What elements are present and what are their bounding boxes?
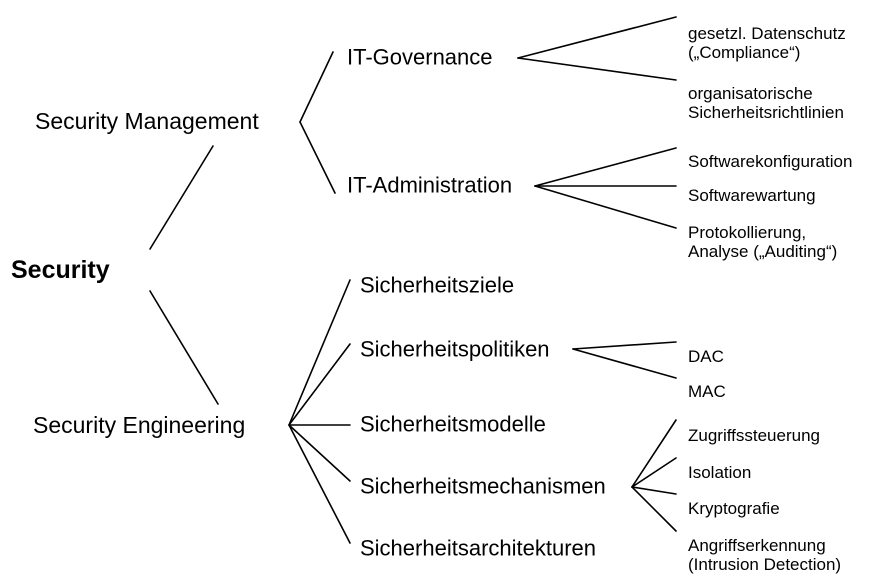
connector-line	[534, 185, 677, 229]
connector-line	[299, 121, 336, 194]
connector-line	[631, 486, 677, 495]
leaf-line-1: Softwarekonfiguration	[688, 152, 853, 171]
node-it-administration[interactable]: IT-Administration	[347, 172, 513, 198]
connector-line	[149, 290, 219, 405]
edge-group	[149, 16, 677, 544]
node-sicherheitsarchitekturen[interactable]: Sicherheitsarchitekturen	[360, 535, 597, 561]
leaf-line-2: Analyse („Auditing“)	[688, 242, 838, 262]
leaf-line-1: Isolation	[688, 463, 752, 482]
connector-line	[631, 457, 677, 488]
leaf-node[interactable]: Protokollierung,Analyse („Auditing“)	[688, 223, 837, 261]
connector-line	[288, 424, 351, 482]
connector-line	[631, 419, 677, 488]
node-sicherheitsziele[interactable]: Sicherheitsziele	[360, 272, 515, 298]
leaf-line-1: Kryptografie	[688, 499, 780, 518]
leaf-line-1: Zugriffssteuerung	[688, 426, 820, 445]
node-security-root[interactable]: Security	[11, 256, 110, 284]
leaf-node[interactable]: Softwarekonfiguration	[688, 152, 852, 171]
connector-line	[299, 51, 334, 123]
connector-line	[572, 348, 677, 379]
connector-line	[534, 147, 677, 187]
node-security-engineering[interactable]: Security Engineering	[33, 412, 246, 439]
leaf-line-1: MAC	[688, 382, 726, 401]
leaf-node[interactable]: Zugriffssteuerung	[688, 426, 820, 445]
connector-line	[517, 57, 677, 81]
connector-line	[288, 279, 351, 426]
leaf-line-2: (Intrusion Detection)	[688, 555, 842, 575]
connector-line	[288, 424, 351, 544]
connector-line	[288, 343, 351, 426]
node-sicherheitsmechanismen[interactable]: Sicherheitsmechanismen	[360, 473, 606, 499]
leaf-line-1: DAC	[688, 347, 724, 366]
node-it-governance[interactable]: IT-Governance	[347, 44, 493, 70]
leaf-node[interactable]: Kryptografie	[688, 499, 780, 518]
leaf-line-1: organisatorische	[688, 84, 813, 103]
leaf-node[interactable]: Softwarewartung	[688, 186, 816, 205]
leaf-node[interactable]: Angriffserkennung(Intrusion Detection)	[688, 536, 841, 574]
leaf-line-1: Softwarewartung	[688, 186, 816, 205]
connector-line	[572, 341, 677, 350]
leaf-node[interactable]: gesetzl. Datenschutz(„Compliance“)	[688, 24, 846, 62]
leaf-node[interactable]: DAC	[688, 347, 724, 366]
connector-line	[631, 486, 677, 532]
leaf-line-2: („Compliance“)	[688, 43, 801, 63]
leaf-node[interactable]: Isolation	[688, 463, 751, 482]
leaf-node[interactable]: MAC	[688, 382, 726, 401]
leaf-line-1: Protokollierung,	[688, 223, 807, 242]
node-sicherheitspolitiken[interactable]: Sicherheitspolitiken	[360, 336, 550, 362]
leaf-line-1: gesetzl. Datenschutz	[688, 24, 846, 43]
leaf-line-1: Angriffserkennung	[688, 536, 826, 555]
connector-line	[149, 145, 214, 250]
leaf-line-2: Sicherheitsrichtlinien	[688, 103, 844, 123]
connector-line	[517, 16, 677, 59]
node-security-management[interactable]: Security Management	[35, 108, 259, 135]
node-sicherheitsmodelle[interactable]: Sicherheitsmodelle	[360, 411, 546, 437]
